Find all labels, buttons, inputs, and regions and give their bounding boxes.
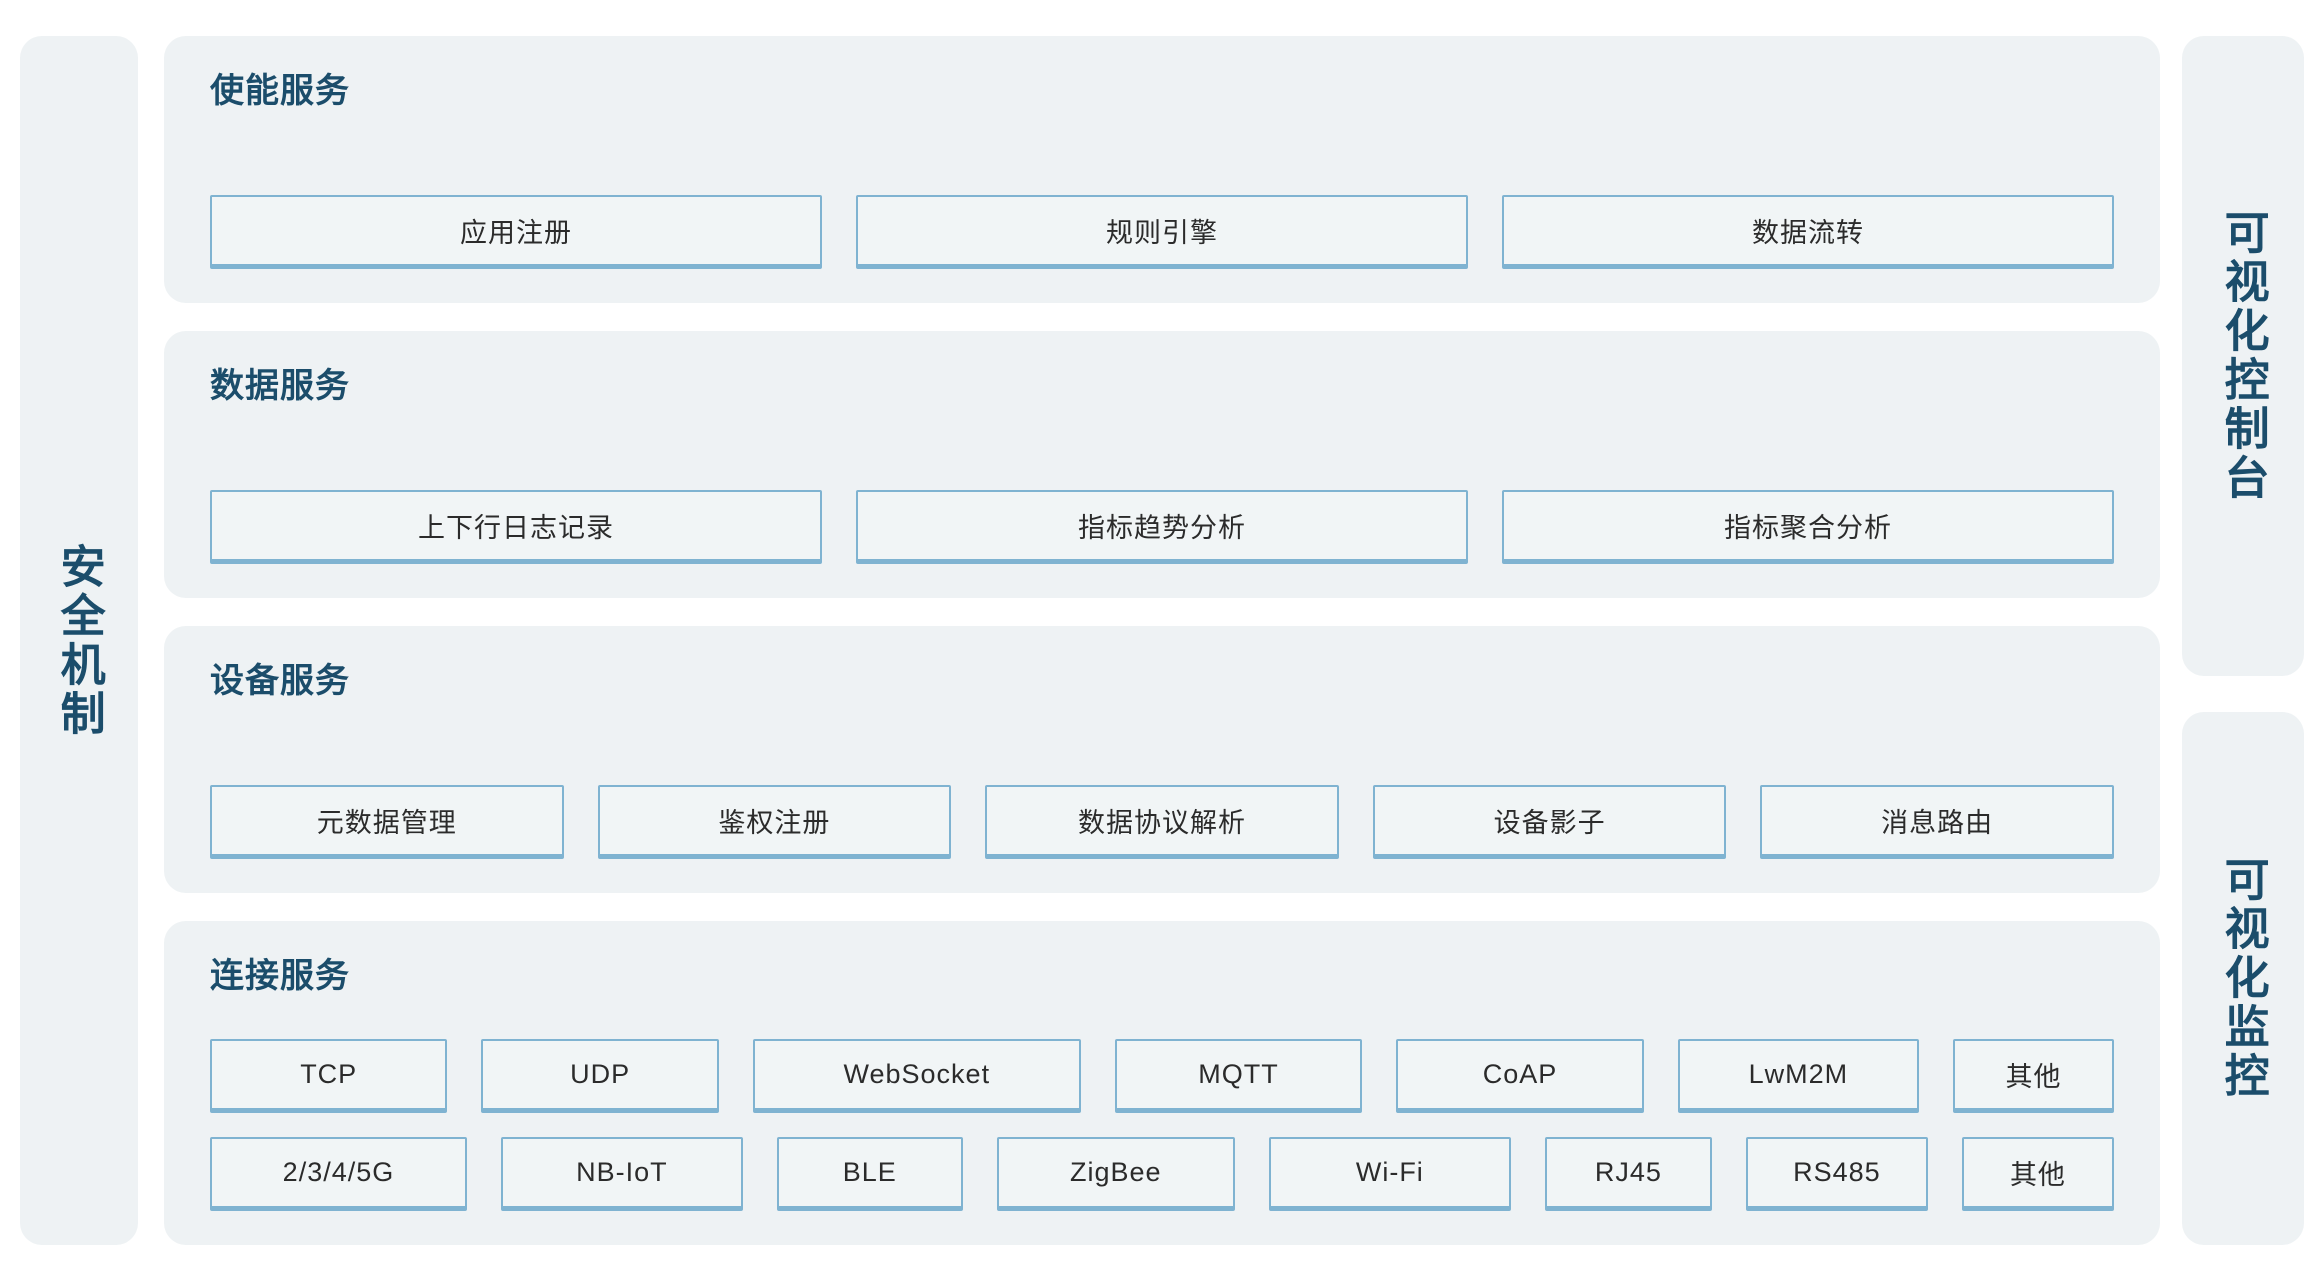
card-udp[interactable]: UDP [481,1039,719,1113]
visual-console-label: 可视化控制台 [2217,209,2269,503]
card-rj45[interactable]: RJ45 [1544,1137,1712,1211]
card-row-enabling-services: 应用注册 规则引擎 数据流转 [210,195,2114,269]
panel-title-enabling-services: 使能服务 [210,72,350,110]
card-rule-engine[interactable]: 规则引擎 [856,195,1468,269]
card-device-shadow[interactable]: 设备影子 [1372,785,1727,859]
panel-title-connection-services: 连接服务 [210,957,350,995]
card-tcp[interactable]: TCP [210,1039,448,1113]
service-layers-stack: 使能服务 应用注册 规则引擎 数据流转 数据服务 上下行日志记录 指标趋势分析 … [164,36,2160,1245]
panel-data-services: 数据服务 上下行日志记录 指标趋势分析 指标聚合分析 [164,331,2160,598]
panel-device-services: 设备服务 元数据管理 鉴权注册 数据协议解析 设备影子 消息路由 [164,626,2160,893]
card-websocket[interactable]: WebSocket [752,1039,1081,1113]
card-message-routing[interactable]: 消息路由 [1760,785,2114,859]
card-row-connection-networks: 2/3/4/5G NB-IoT BLE ZigBee Wi-Fi RJ45 RS… [210,1137,2114,1211]
card-auth-registration[interactable]: 鉴权注册 [597,785,952,859]
card-row-data-services: 上下行日志记录 指标趋势分析 指标聚合分析 [210,490,2114,564]
panel-enabling-services: 使能服务 应用注册 规则引擎 数据流转 [164,36,2160,303]
card-rs485[interactable]: RS485 [1745,1137,1928,1211]
card-metric-trend-analysis[interactable]: 指标趋势分析 [856,490,1468,564]
panel-title-device-services: 设备服务 [210,662,350,700]
card-data-protocol-parsing[interactable]: 数据协议解析 [985,785,1339,859]
card-lwm2m[interactable]: LwM2M [1677,1039,1920,1113]
card-uplink-downlink-logging[interactable]: 上下行日志记录 [210,490,822,564]
card-metric-aggregation-analysis[interactable]: 指标聚合分析 [1502,490,2114,564]
visual-monitoring-rail: 可视化监控 [2182,712,2304,1245]
card-other-network[interactable]: 其他 [1961,1137,2114,1211]
card-metadata-management[interactable]: 元数据管理 [210,785,564,859]
card-row-device-services: 元数据管理 鉴权注册 数据协议解析 设备影子 消息路由 [210,785,2114,859]
card-cellular-2g-5g[interactable]: 2/3/4/5G [210,1137,467,1211]
panel-title-data-services: 数据服务 [210,367,350,405]
card-zigbee[interactable]: ZigBee [996,1137,1235,1211]
security-mechanism-label: 安全机制 [53,542,105,739]
card-nb-iot[interactable]: NB-IoT [500,1137,743,1211]
visual-monitoring-label: 可视化监控 [2217,856,2269,1101]
card-ble[interactable]: BLE [776,1137,963,1211]
card-other-protocol[interactable]: 其他 [1953,1039,2114,1113]
card-app-registration[interactable]: 应用注册 [210,195,822,269]
card-wifi[interactable]: Wi-Fi [1268,1137,1511,1211]
card-mqtt[interactable]: MQTT [1114,1039,1363,1113]
card-coap[interactable]: CoAP [1396,1039,1644,1113]
right-rails-column: 可视化控制台 可视化监控 [2182,36,2304,1245]
panel-connection-services: 连接服务 TCP UDP WebSocket MQTT CoAP LwM2M 其… [164,921,2160,1245]
security-mechanism-rail: 安全机制 [20,36,138,1245]
card-row-connection-protocols: TCP UDP WebSocket MQTT CoAP LwM2M 其他 [210,1039,2114,1113]
visual-console-rail: 可视化控制台 [2182,36,2304,676]
card-data-forwarding[interactable]: 数据流转 [1502,195,2114,269]
